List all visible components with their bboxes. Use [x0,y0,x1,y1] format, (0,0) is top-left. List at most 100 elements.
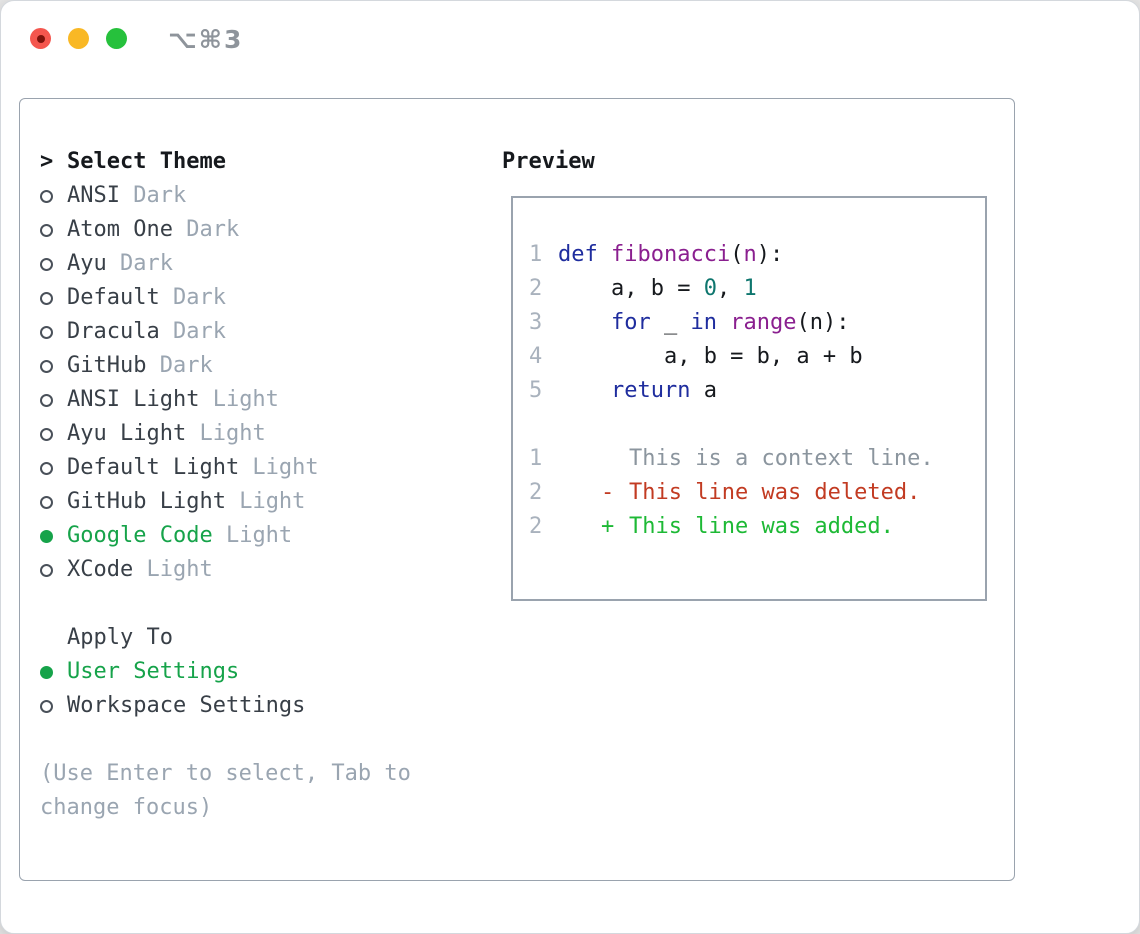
theme-variant: Light [239,455,319,480]
line-number: 1 [529,446,543,471]
keyboard-hint: (Use Enter to select, Tab to change focu… [40,761,411,820]
radio-icon [40,257,67,271]
theme-name: ANSI [67,183,120,208]
theme-name: Ayu Light [67,421,187,446]
theme-name: Google Code [67,523,213,548]
zoom-button[interactable] [106,28,127,49]
theme-name: GitHub [67,353,147,378]
theme-variant: Dark [146,353,213,378]
apply-to-option[interactable]: Workspace Settings [40,689,502,723]
theme-option[interactable]: GitHub Light Light [40,485,502,519]
apply-to-option[interactable]: User Settings [40,655,502,689]
radio-icon [40,461,67,475]
code-text: a, b = b, a + b [558,344,863,369]
code-line: 2 a, b = 0, 1 [529,272,975,306]
theme-name: XCode [67,557,134,582]
preview-heading: Preview [502,149,595,174]
theme-list-heading-row: > Select Theme [40,145,502,179]
radio-icon [40,495,67,509]
diff-line-added: 2 + This line was added. [529,510,975,544]
line-number: 1 [529,242,543,267]
diff-marker [601,442,629,476]
theme-option[interactable]: ANSI Dark [40,179,502,213]
diff-marker: + [601,514,615,539]
radio-icon [40,427,67,441]
radio-icon [40,699,67,713]
theme-option[interactable]: Default Light Light [40,451,502,485]
theme-option[interactable]: GitHub Dark [40,349,502,383]
theme-name: Ayu [67,251,107,276]
line-number: 2 [529,480,543,505]
diff-block: 1 This is a context line.2-This line was… [529,442,975,544]
theme-option[interactable]: Ayu Dark [40,247,502,281]
line-number: 5 [529,378,543,403]
theme-name: Atom One [67,217,173,242]
radio-icon [40,393,67,407]
code-text: return a [610,378,717,403]
code-text: def fibonacci(n): [558,242,784,267]
line-number: 2 [529,276,543,301]
theme-variant: Dark [159,319,226,344]
minimize-button[interactable] [68,28,89,49]
theme-variant: Light [133,557,213,582]
theme-variant: Dark [119,183,187,208]
code-line: 5 return a [529,374,975,408]
apply-to-name: Workspace Settings [67,693,306,718]
radio-icon [40,189,67,203]
title-bar: ⌥⌘3 [1,1,1139,98]
theme-name: Dracula [67,319,160,344]
radio-icon [40,563,67,577]
code-line: 3 for _ in range(n): [529,306,975,340]
diff-text: This is a context line. [629,446,934,471]
radio-selected-icon [40,665,67,679]
code-text: a, b = 0, 1 [558,276,757,301]
apply-to-heading-row: Apply To [40,621,502,655]
window-title: ⌥⌘3 [168,25,244,54]
theme-option[interactable]: XCode Light [40,553,502,587]
theme-name: GitHub Light [67,489,226,514]
theme-option[interactable]: Ayu Light Light [40,417,502,451]
theme-name: ANSI Light [67,387,200,412]
traffic-lights [30,28,127,49]
theme-option[interactable]: Dracula Dark [40,315,502,349]
code-line: 4 a, b = b, a + b [529,340,975,374]
radio-icon [40,325,67,339]
code-text: for _ in range(n): [610,310,850,335]
diff-text: This line was deleted. [629,480,921,505]
theme-option[interactable]: Atom One Dark [40,213,502,247]
focus-caret-icon: > [40,149,54,174]
theme-list-heading: Select Theme [67,149,226,174]
radio-icon [40,223,67,237]
theme-name: Default [67,285,160,310]
close-icon [36,34,45,43]
theme-variant: Dark [172,217,240,242]
line-number: 4 [529,344,543,369]
diff-line-deleted: 2-This line was deleted. [529,476,975,510]
diff-line-context: 1 This is a context line. [529,442,975,476]
theme-option[interactable]: Google Code Light [40,519,502,553]
diff-text: This line was added. [629,514,894,539]
theme-variant: Light [212,523,293,548]
line-number: 2 [529,514,543,539]
radio-icon [40,359,67,373]
close-button[interactable] [30,28,51,49]
theme-variant: Dark [159,285,226,310]
theme-option[interactable]: Default Dark [40,281,502,315]
radio-selected-icon [40,529,67,543]
radio-icon [40,291,67,305]
theme-name: Default Light [67,455,240,480]
apply-to-name: User Settings [67,659,240,684]
code-line: 1 def fibonacci(n): [529,238,975,272]
theme-variant: Dark [106,251,173,276]
theme-option[interactable]: ANSI Light Light [40,383,502,417]
theme-variant: Light [186,421,266,446]
